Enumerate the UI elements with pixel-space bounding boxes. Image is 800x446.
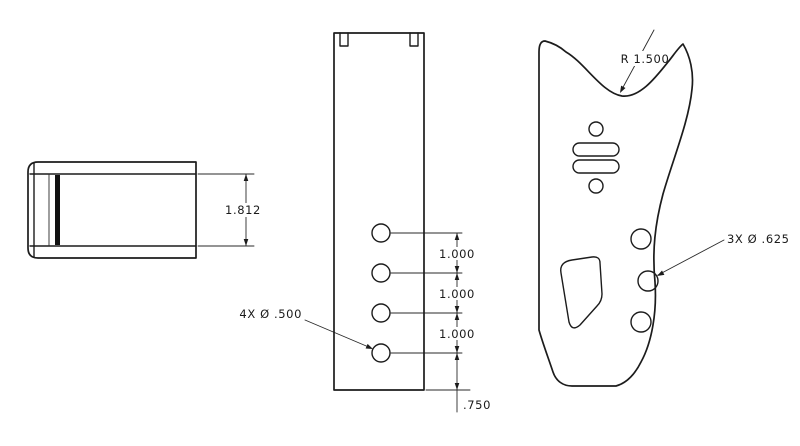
profile-view-hole-2 (637, 270, 659, 292)
profile-view-hole-callout: 3X Ø .625 (727, 232, 790, 246)
front-view-top-notch-right (409, 32, 419, 47)
arrowhead (454, 266, 460, 273)
arrowhead (454, 313, 460, 320)
dim-text-background (438, 327, 476, 340)
front-view-hole-2 (371, 263, 391, 283)
side-view-cross-section-bar (55, 175, 60, 245)
front-view-top-notch-left (339, 32, 349, 47)
profile-view-hole-1 (630, 228, 652, 250)
side-view-height-dimension: 1.812 (225, 203, 261, 217)
side-view (27, 161, 197, 259)
front-view-spacing-dimension-2: 1.000 (439, 287, 475, 301)
arrowhead (454, 353, 460, 360)
front-view-hole-callout: 4X Ø .500 (239, 307, 302, 321)
front-view (333, 32, 425, 391)
front-view-spacing-dimension-3: 1.000 (439, 327, 475, 341)
arrowhead (620, 85, 626, 93)
arrowhead (454, 346, 460, 353)
front-view-hole-leader-line (304, 319, 372, 349)
side-view-outline (27, 161, 197, 259)
arrowhead (454, 306, 460, 313)
front-view-outline (333, 32, 425, 391)
profile-view-cutout (560, 256, 603, 329)
profile-view-hole-3 (630, 311, 652, 333)
profile-view-hole-leader-line (657, 239, 725, 276)
profile-view-outline (538, 40, 694, 387)
arrowhead (454, 233, 460, 240)
dim-text-background (222, 203, 266, 217)
profile-view-small-hole-top (588, 121, 604, 137)
profile-view (538, 40, 694, 387)
front-view-hole-3 (371, 303, 391, 323)
arrowhead (454, 273, 460, 280)
front-view-hole-1 (371, 223, 391, 243)
profile-view-radius-dimension: R 1.500 (621, 52, 670, 66)
arrowhead (243, 174, 249, 181)
profile-view-slot-1 (572, 142, 620, 157)
arrowhead (454, 383, 460, 390)
arrowhead (657, 270, 665, 276)
profile-view-small-hole-bottom (588, 178, 604, 194)
dim-text-background (438, 247, 476, 260)
dim-text-background (438, 287, 476, 300)
front-view-bottom-offset-dimension: .750 (463, 398, 491, 412)
front-view-spacing-dimension-1: 1.000 (439, 247, 475, 261)
arrowhead (365, 343, 373, 349)
profile-view-slot-2 (572, 159, 620, 174)
front-view-hole-4 (371, 343, 391, 363)
dim-text-background (620, 51, 670, 66)
arrowhead (243, 239, 249, 246)
